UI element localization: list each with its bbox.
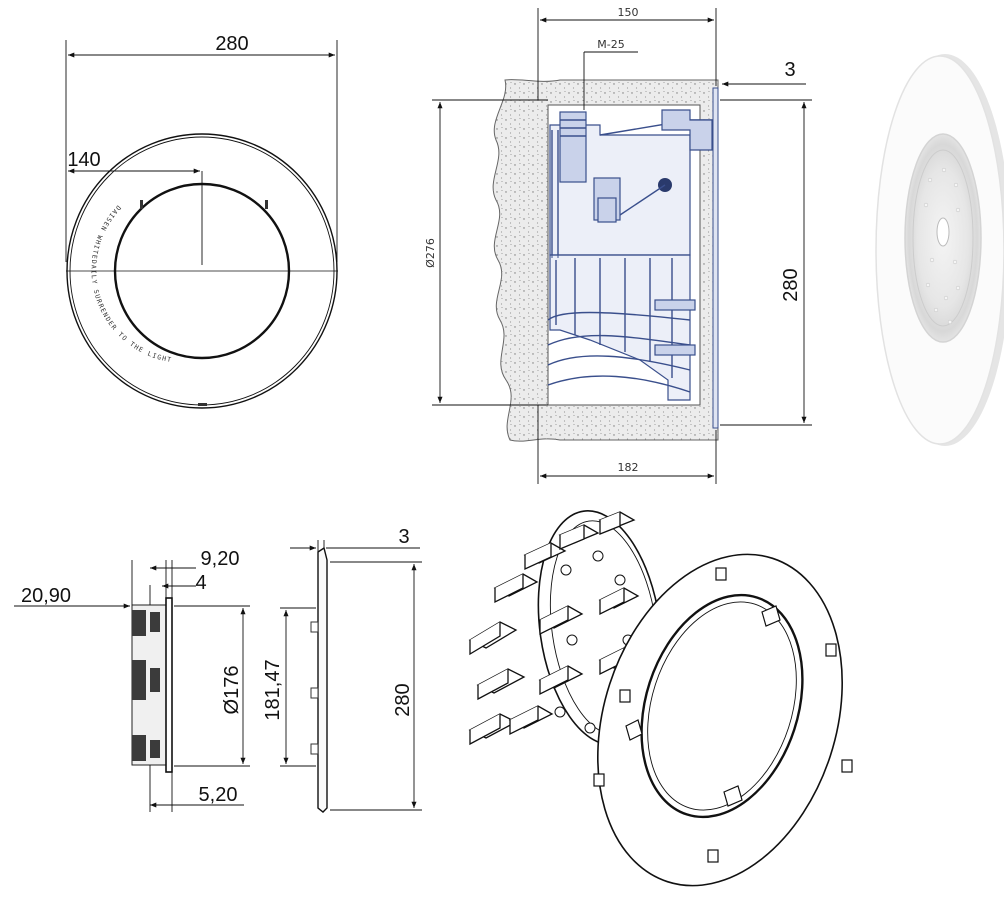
dim-lens-diameter: Ø176 <box>221 666 243 715</box>
flange-mount-lug <box>310 687 319 699</box>
clamp <box>661 109 713 151</box>
dim-flange-outer-diameter: 280 <box>392 683 414 716</box>
dim-outer-diameter: 280 <box>780 268 802 301</box>
ring-tab <box>265 200 268 209</box>
lamp-render <box>875 54 1004 446</box>
side-profile-view: 9,20 4 20,90 Ø176 5,20 <box>14 548 250 812</box>
led-dots <box>923 167 961 325</box>
flange-plate <box>712 87 719 429</box>
dim-flange-thickness: 3 <box>784 59 795 81</box>
ring-engraving: DAISEN WHITEDAILY SURRENDER TO THE LIGHT <box>89 204 172 365</box>
ring-clips <box>625 605 781 807</box>
front-view: 280 140 DAISEN WHITEDAILY SURRENDER TO T… <box>65 33 338 409</box>
dim-flange-profile-thickness: 3 <box>398 526 409 548</box>
lamp-center-icon <box>936 217 950 247</box>
dim-base-thickness: 5,20 <box>199 784 238 806</box>
dim-mount-diameter: 181,47 <box>262 659 284 720</box>
ring-tab <box>198 403 207 406</box>
section-view: 150 M-25 3 Ø276 280 182 <box>424 6 812 484</box>
flange-edge <box>317 546 328 813</box>
profile-lens <box>165 597 173 773</box>
bracket-clips <box>468 511 640 746</box>
dim-lamp-depth: 9,20 <box>201 548 240 570</box>
conduit-fitting <box>559 111 587 183</box>
flange-slots <box>593 567 853 863</box>
ring-tab <box>140 200 143 209</box>
dim-bottom-depth: 182 <box>618 461 639 474</box>
lamp-lens-ring <box>912 149 974 327</box>
flange-mount-lug <box>310 743 319 755</box>
dim-inner-diameter: Ø276 <box>424 238 437 268</box>
dim-gap: 4 <box>195 572 206 594</box>
profile-clips <box>132 610 160 761</box>
flange-mount-lug <box>310 621 319 633</box>
exploded-view <box>468 510 853 887</box>
dim-thread: M-25 <box>597 38 624 51</box>
dim-radius: 140 <box>67 149 100 171</box>
flange-profile-view: 3 181,47 280 <box>262 526 422 813</box>
front-flange-opening <box>640 593 804 819</box>
dim-body-depth: 20,90 <box>21 585 71 607</box>
dim-top-depth: 150 <box>618 6 639 19</box>
lamp-body <box>549 254 691 401</box>
dim-overall-diameter: 280 <box>215 33 248 55</box>
